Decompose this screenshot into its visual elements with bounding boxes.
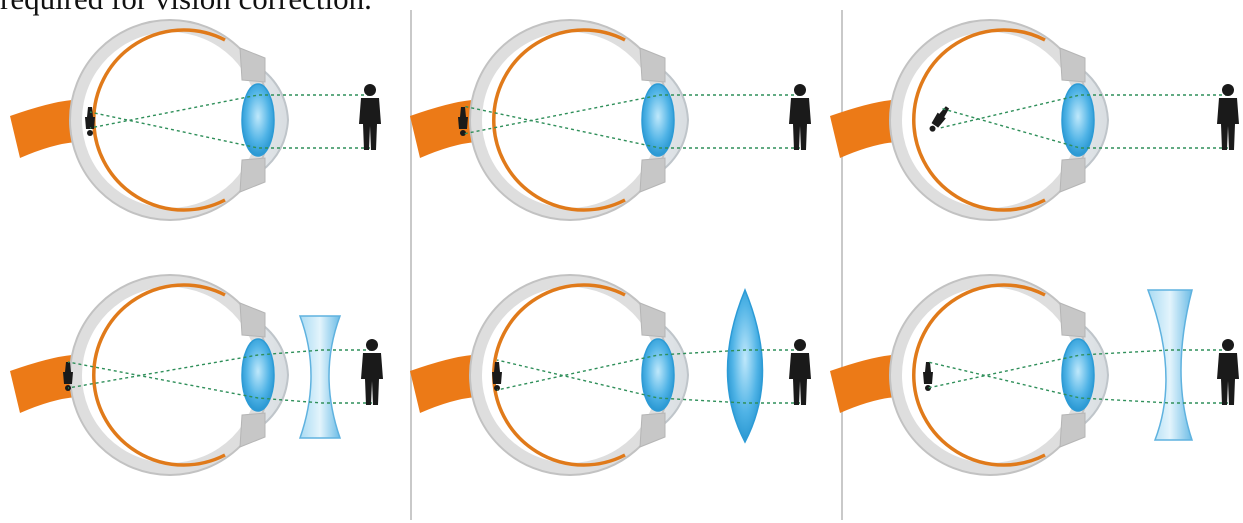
person-silhouette-icon (789, 84, 811, 150)
person-silhouette-icon (361, 339, 383, 405)
meniscus-lens-icon (1148, 290, 1192, 440)
person-silhouette-icon (789, 339, 811, 405)
concave-lens-icon (300, 316, 340, 438)
eye-myopia-corrected (10, 275, 383, 475)
eye-astigmatism-uncorrected (830, 20, 1239, 220)
person-silhouette-icon (359, 84, 381, 150)
eye-hyperopia-corrected (410, 275, 811, 475)
eye-myopia-uncorrected (10, 20, 381, 220)
person-silhouette-icon (1217, 84, 1239, 150)
convex-lens-icon (728, 290, 763, 442)
person-silhouette-icon (1217, 339, 1239, 405)
eye-astigmatism-corrected (830, 275, 1239, 475)
eye-hyperopia-uncorrected (410, 20, 811, 220)
